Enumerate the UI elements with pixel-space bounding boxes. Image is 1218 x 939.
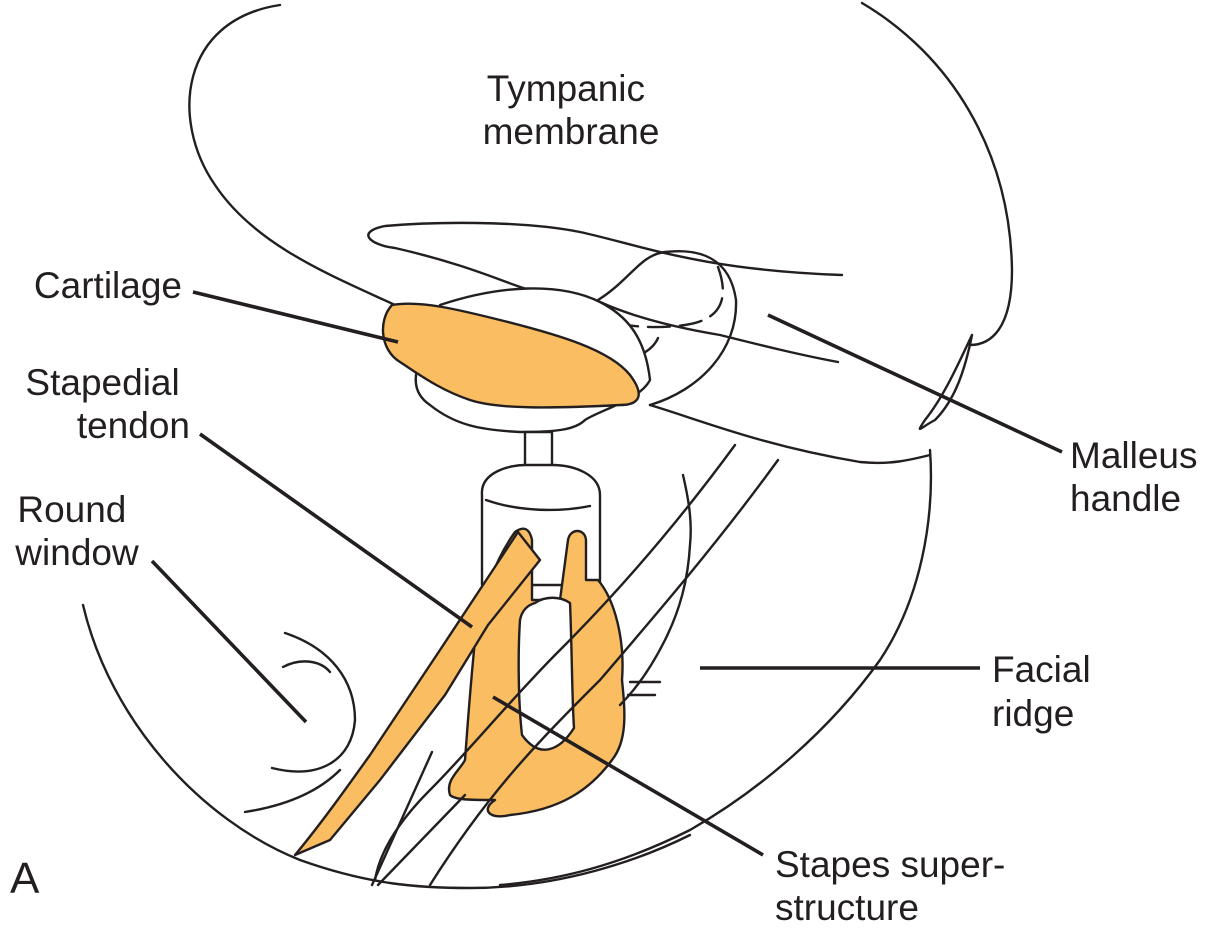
malleus-lower-line [598, 300, 840, 364]
label-facial-ridge: Facial ridge [992, 649, 1101, 734]
label-stapedial-line-1: Stapedial [25, 362, 179, 403]
round-window-arc-outer [270, 631, 357, 773]
label-facial-line-1: Facial [992, 649, 1091, 690]
leader-stapes-superstructure [492, 695, 764, 857]
label-malleus-handle: Malleus handle [1070, 435, 1208, 519]
label-tympanic-line-1: Tympanic [487, 68, 645, 109]
label-facial-line-2: ridge [992, 693, 1074, 734]
label-cartilage: Cartilage [34, 265, 182, 306]
label-malleus-line-2: handle [1070, 478, 1181, 519]
promontory-curve [618, 473, 692, 707]
panel-letter: A [10, 854, 40, 903]
tympanic-membrane-outline-right [860, 1, 1014, 347]
label-stapes-line-1: Stapes super- [775, 844, 1005, 885]
cartilage-graft [381, 302, 640, 409]
tympanic-membrane-outline [188, 3, 397, 307]
facial-ridge-curve [498, 448, 933, 887]
round-window-lower [243, 768, 342, 814]
label-tympanic-line-2: membrane [483, 111, 660, 152]
malleus-ellipse [918, 333, 974, 430]
leader-malleus-handle [767, 313, 1063, 454]
lower-strand-1 [370, 750, 434, 887]
lower-strand-2 [376, 793, 467, 887]
cup-rim [484, 498, 592, 512]
label-round-window: Round window [14, 489, 139, 573]
stapes-inner-window [517, 596, 576, 751]
leader-round-window [150, 559, 308, 724]
label-stapedial-tendon: Stapedial tendon [25, 362, 190, 446]
stapedial-tendon-graft [293, 530, 542, 857]
label-malleus-line-1: Malleus [1070, 435, 1198, 476]
label-round-line-2: window [14, 532, 139, 573]
facial-canal-line-1 [373, 443, 737, 882]
label-stapes-line-2: structure [775, 887, 919, 928]
facial-ridge-top [648, 403, 932, 465]
label-round-line-1: Round [17, 489, 126, 530]
tympanic-cavity-floor [81, 603, 692, 890]
malleus-handle-shape [367, 221, 844, 292]
leader-cartilage [192, 290, 399, 344]
label-stapedial-line-2: tendon [77, 405, 190, 446]
label-tympanic-membrane: Tympanic membrane [483, 68, 660, 152]
label-stapes-superstructure: Stapes super- structure [775, 844, 1016, 928]
facial-canal-line-2 [428, 458, 780, 887]
label-cartilage-line-1: Cartilage [34, 265, 182, 306]
malleus-head [596, 250, 738, 407]
round-window-arc-inner [281, 660, 332, 674]
leader-stapedial-tendon [198, 432, 474, 629]
